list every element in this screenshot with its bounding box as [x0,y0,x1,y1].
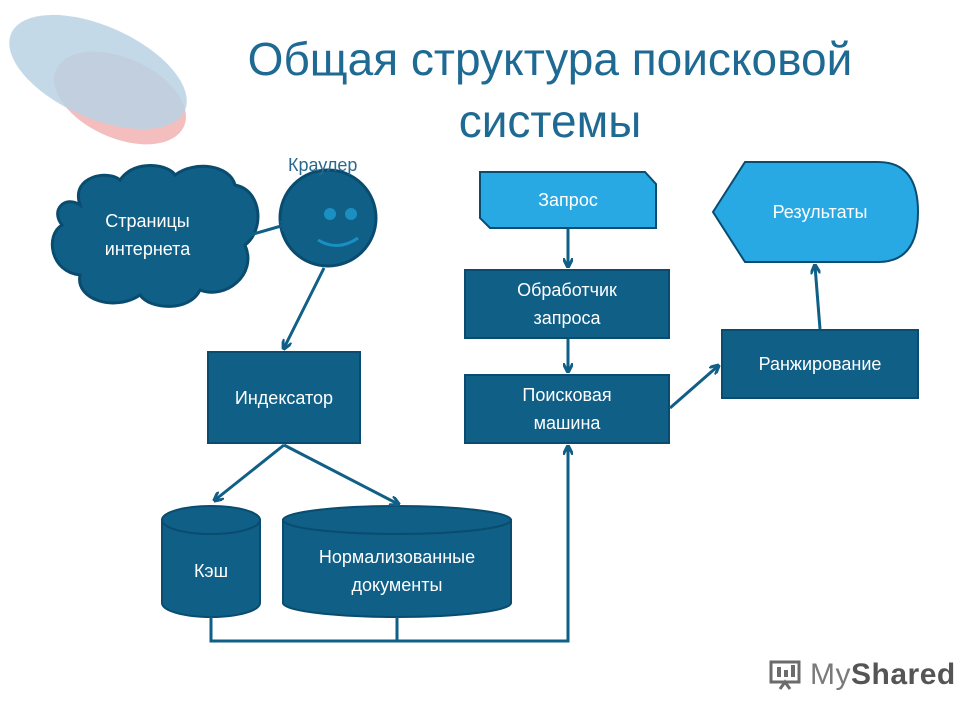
normalized-docs-cylinder [282,505,512,618]
arrow-indexer-normalized [283,443,398,504]
myshared-logo: MyShared [768,655,956,695]
results-label: Результаты [772,202,868,222]
query-processor-label: Обработчик запроса [517,280,617,328]
internet-label: Страницы интернета [104,211,191,259]
query-processor-box [464,269,670,339]
line-storage-to-engine [209,447,568,643]
arrow-engine-ranking [669,366,718,410]
cache-cylinder [161,505,261,618]
arrow-ranking-results [815,266,822,330]
ranking-label: Ранжирование [758,354,882,374]
query-shape [479,171,657,229]
logo-text: MyShared [810,658,956,692]
ranking-box [721,329,919,399]
connectors [209,224,822,643]
crawler-label: Краулер [288,155,358,175]
internet-cloud-shape [50,164,260,308]
search-engine-box [464,374,670,444]
arrow-indexer-cache [215,443,285,500]
crawler-face-shape [278,168,378,268]
arrow-internet-crawler [250,224,288,235]
presentation-icon [769,660,801,690]
query-label: Запрос [538,190,598,210]
indexer-label: Индексатор [234,387,334,408]
decorative-lens-shape [9,14,187,145]
arrow-crawler-indexer [284,267,326,348]
search-engine-label: Поисковая машина [522,385,612,433]
cache-label: Кэш [193,561,229,581]
normalized-label: Нормализованные документы [318,547,476,595]
logo-text-suffix: Shared [851,658,956,691]
page-title: Общая структура поисковой системы [247,33,853,147]
logo-text-prefix: My [810,658,851,691]
results-shape [711,161,920,263]
